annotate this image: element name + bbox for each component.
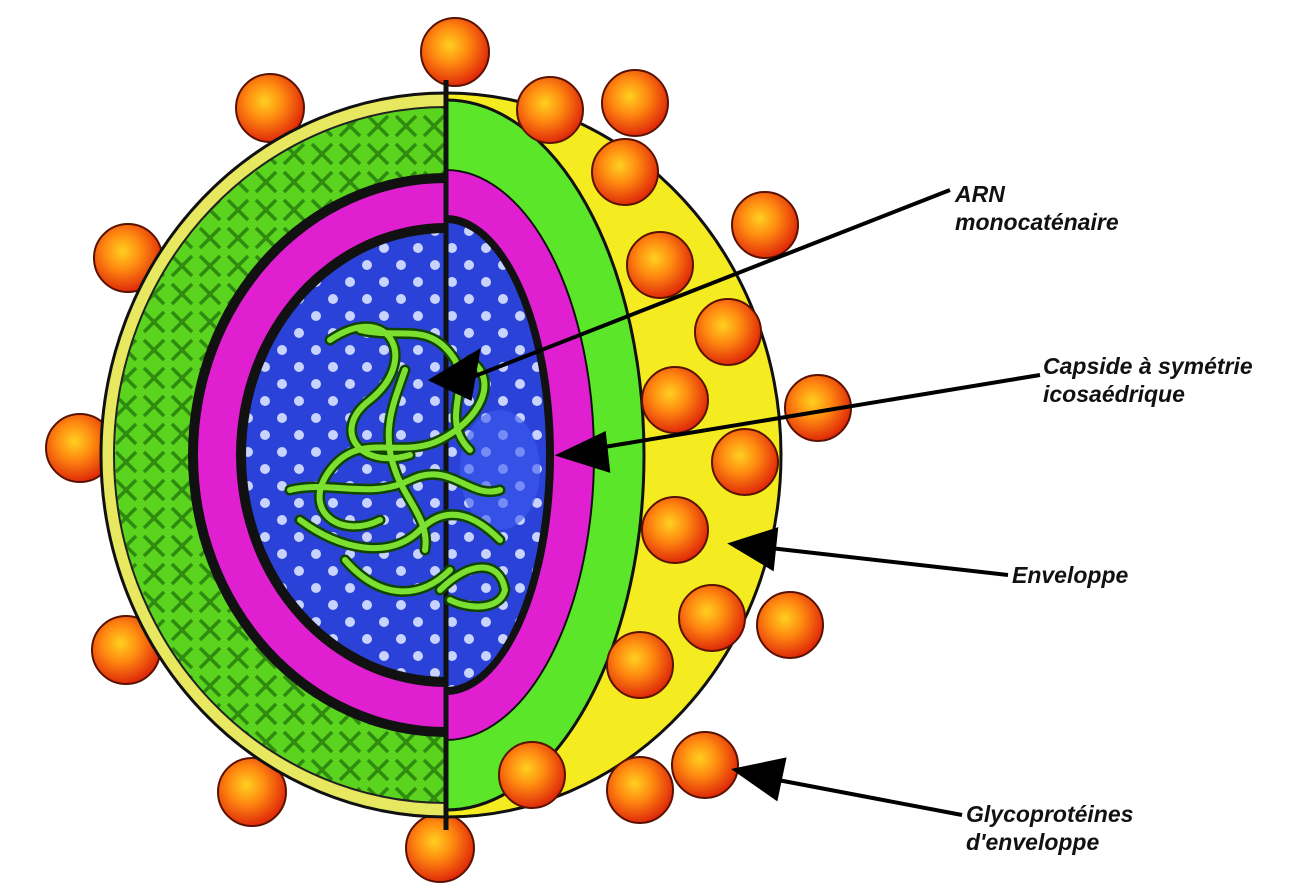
glycoprotein-spike	[602, 70, 668, 136]
arrow-glyco-head	[736, 760, 784, 798]
label-glyco: Glycoprotéines d'enveloppe	[966, 800, 1133, 856]
glycoprotein-spike	[712, 429, 778, 495]
label-capsid-line2: icosaédrique	[1043, 380, 1253, 408]
glycoprotein-spike	[672, 732, 738, 798]
label-arn-line1: ARN	[955, 180, 1119, 208]
glycoprotein-spike	[627, 232, 693, 298]
glycoprotein-spike	[406, 814, 474, 882]
label-envelope-line1: Enveloppe	[1012, 561, 1128, 589]
glycoprotein-spike	[592, 139, 658, 205]
glycoprotein-spike	[517, 77, 583, 143]
glycoprotein-spike	[499, 742, 565, 808]
label-capsid: Capside à symétrie icosaédrique	[1043, 352, 1253, 408]
arrow-envelope	[770, 548, 1008, 575]
label-glyco-line1: Glycoprotéines	[966, 800, 1133, 828]
label-glyco-line2: d'enveloppe	[966, 828, 1133, 856]
label-arn-line2: monocaténaire	[955, 208, 1119, 236]
glycoprotein-spike	[732, 192, 798, 258]
glycoprotein-spike	[642, 497, 708, 563]
glycoprotein-spike	[642, 367, 708, 433]
glycoprotein-spike	[757, 592, 823, 658]
glycoprotein-spike	[607, 632, 673, 698]
arrow-glyco	[778, 780, 962, 815]
glycoprotein-spike	[679, 585, 745, 651]
label-envelope: Enveloppe	[1012, 561, 1128, 589]
glycoprotein-spike	[695, 299, 761, 365]
label-arn: ARN monocaténaire	[955, 180, 1119, 236]
label-capsid-line1: Capside à symétrie	[1043, 352, 1253, 380]
glycoprotein-spike	[421, 18, 489, 86]
glycoprotein-spike	[607, 757, 673, 823]
